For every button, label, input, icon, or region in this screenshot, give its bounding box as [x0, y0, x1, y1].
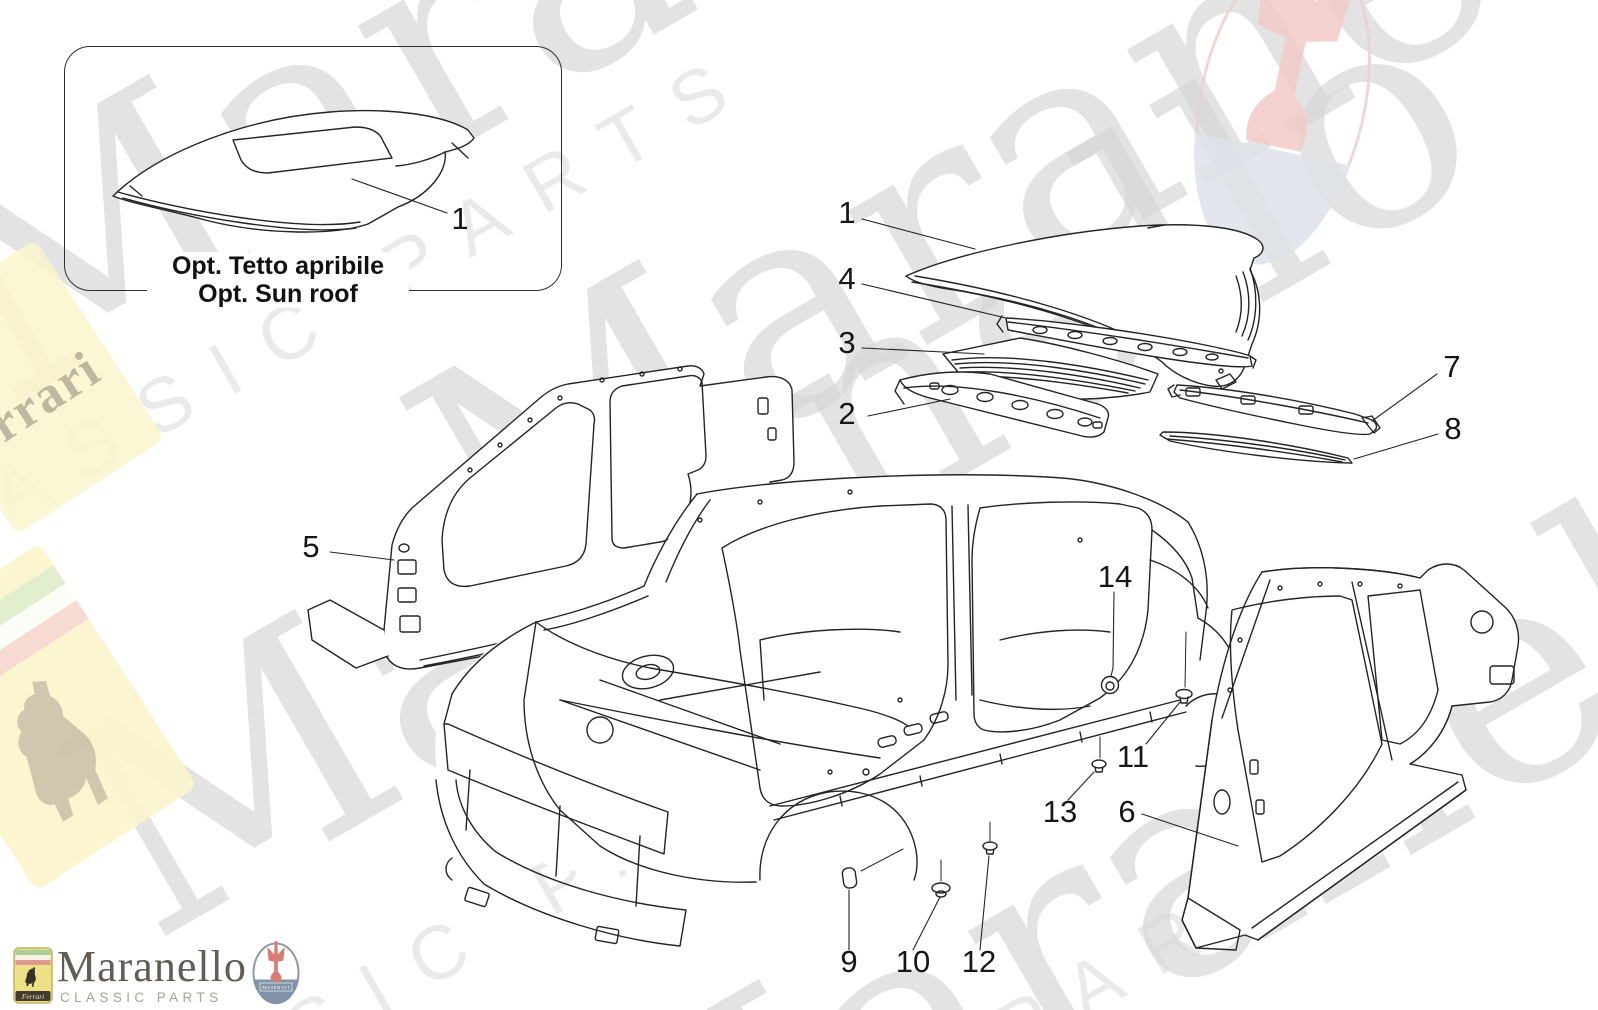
side-rail-8	[1159, 431, 1353, 464]
side-rail-7	[1167, 384, 1381, 436]
ferrari-badge: Ferrari	[13, 947, 53, 1004]
footer-brand[interactable]: Maranello	[57, 942, 247, 991]
callout-13[interactable]: 13	[1042, 794, 1078, 829]
callout-9[interactable]: 9	[840, 944, 858, 979]
inset-sunroof-panel	[112, 109, 475, 233]
callout-1[interactable]: 1	[838, 195, 856, 230]
body-shell	[435, 473, 1247, 947]
callout-1-inset[interactable]: 1	[451, 201, 469, 236]
callout-3[interactable]: 3	[838, 325, 856, 360]
maserati-badge: MASERATI	[252, 941, 300, 1005]
callout-6[interactable]: 6	[1118, 794, 1136, 829]
callout-2[interactable]: 2	[838, 396, 856, 431]
plug-9	[841, 848, 904, 889]
sunroof-caption: Opt. Tetto apribile Opt. Sun roof	[147, 252, 409, 308]
screw-13	[1091, 736, 1107, 773]
callout-11[interactable]: 11	[1116, 739, 1150, 774]
callout-8[interactable]: 8	[1444, 411, 1462, 446]
front-header-rail	[894, 371, 1110, 438]
ferrari-badge-label: Ferrari	[21, 992, 45, 1001]
maserati-badge-label: MASERATI	[262, 985, 290, 990]
callout-10[interactable]: 10	[895, 944, 931, 979]
caption-english: Opt. Sun roof	[198, 280, 358, 308]
fasteners	[841, 631, 1193, 898]
grommet-14	[1100, 675, 1120, 695]
leader-lines	[329, 178, 1439, 951]
screw-12	[982, 821, 998, 855]
footer-tagline: CLASSIC PARTS	[60, 990, 223, 1005]
caption-italian: Opt. Tetto apribile	[171, 252, 385, 280]
screw-11	[1175, 631, 1193, 704]
right-bodyside-frame	[1181, 563, 1520, 951]
callout-7[interactable]: 7	[1443, 349, 1461, 384]
callout-12[interactable]: 12	[961, 944, 997, 979]
callout-14[interactable]: 14	[1097, 559, 1133, 594]
callout-5[interactable]: 5	[302, 529, 320, 564]
callout-4[interactable]: 4	[838, 261, 856, 296]
roof-bow	[996, 315, 1257, 369]
grommet-10	[931, 859, 951, 898]
